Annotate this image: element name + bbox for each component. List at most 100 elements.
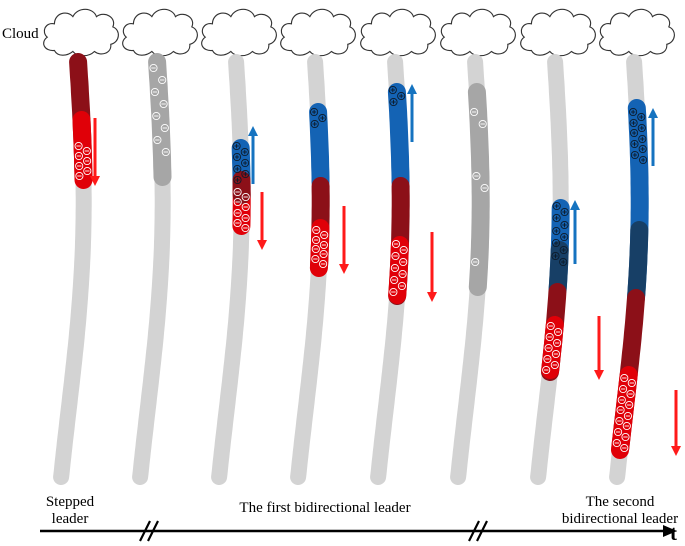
negative-charge-ring [623,411,632,421]
time-axis-break-2 [468,520,488,542]
negative-charge-1 [312,225,321,235]
first-bidirectional-leader-label: The first bidirectional leader [239,500,411,516]
positive-charge-ring [629,118,638,128]
downward-arrow-head [339,264,349,274]
positive-charge-7 [630,139,639,149]
negative-charge-ring [241,202,250,212]
negative-charge-7 [390,275,399,285]
positive-charge-ring [310,119,319,129]
negative-charge-4 [626,389,635,399]
negative-charge-ring [319,240,328,250]
negative-charge-8 [241,223,250,233]
positive-charge-1 [629,107,638,117]
cloud-icon-4 [280,8,356,57]
negative-charge-11 [614,427,623,437]
negative-charge-ring [390,275,399,285]
stepped-leader-tip [72,111,93,189]
negative-charge-ring [542,365,551,375]
positive-charge-ring [551,251,560,261]
upward-arrow-head [648,108,658,118]
negative-charge-6 [398,269,407,279]
positive-charge-ring [241,158,250,168]
positive-charge-ring [552,201,561,211]
downward-arrow-head [671,446,681,456]
second-bidirectional-label-line-1: The second [585,494,655,510]
negative-charge-3 [545,332,554,342]
negative-charge-3 [312,235,321,245]
downward-arrow [594,316,604,380]
negative-charge-ring [83,166,92,176]
positive-charge-ring [629,107,638,117]
negative-charge-ring [311,254,320,264]
positive-charge-1 [388,85,397,95]
second-bidirectional-leader-label: The second bidirectional leader [555,494,685,528]
negative-charge-ring [161,147,170,157]
negative-charge-3 [472,171,481,181]
negative-charge-ring [312,225,321,235]
negative-charge-7 [75,171,84,181]
cloud-icon-1 [43,8,119,57]
negative-charge-1 [546,321,555,331]
negative-charge-12 [621,432,630,442]
negative-charge-ring [470,107,479,117]
upward-arrow [248,126,258,184]
negative-charge-ring [472,171,481,181]
positive-charge-6 [241,169,250,179]
positive-charge-ring [388,85,397,95]
negative-charge-ring [149,63,158,73]
negative-charge-4 [159,99,168,109]
upward-arrow [570,200,580,264]
negative-charge-ring [625,400,634,410]
downward-arrow-head [427,292,437,302]
positive-charge-ring [241,169,250,179]
negative-charge-3 [619,384,628,394]
negative-charge-ring [620,443,629,453]
negative-charge-ring [612,438,621,448]
negative-charge-ring [614,427,623,437]
positive-charge-5 [233,164,242,174]
negative-charge-1 [470,107,479,117]
upward-arrow [648,108,658,166]
negative-charge-7 [153,135,162,145]
positive-charge-1 [232,141,241,151]
positive-charge-3 [232,152,242,162]
negative-charge-6 [160,123,169,133]
positive-charge-3 [552,213,561,223]
downward-arrow [257,192,267,250]
downward-arrow [90,118,100,186]
negative-charge-2 [241,192,250,202]
positive-charge-1 [552,201,561,211]
negative-charge-5 [617,395,626,405]
negative-charge-ring [551,349,560,359]
negative-charge-7 [311,254,320,264]
positive-charge-1 [310,107,319,117]
positive-charge-5 [630,128,639,138]
negative-charge-5 [390,263,399,273]
negative-charge-ring [617,395,626,405]
negative-charge-ring [545,332,554,342]
negative-charge-8 [397,281,406,291]
positive-charge-5 [552,226,561,236]
negative-charge-ring [389,287,398,297]
downward-arrow-head [90,176,100,186]
negative-charge-ring [233,218,242,228]
bidirectional-negative-end [388,236,409,304]
positive-charge-ring [318,113,327,123]
negative-charge-3 [150,87,159,97]
negative-charge-4 [83,156,92,166]
positive-charge-ring [232,152,242,162]
positive-charge-10 [639,155,648,165]
negative-charge-ring [554,327,563,337]
negative-charge-7 [233,218,242,228]
upward-arrow-head [570,200,580,210]
negative-charge-ring [626,389,635,399]
positive-charge-9 [630,150,639,160]
positive-charge-ring [630,150,639,160]
positive-charge-ring [637,112,646,122]
positive-charge-ring [630,128,639,138]
second-bidirectional-positive-mid [627,221,649,304]
downward-arrow [427,232,437,302]
positive-charge-ring [638,134,647,144]
time-axis-label: t [670,521,677,545]
negative-charge-2 [554,327,563,337]
